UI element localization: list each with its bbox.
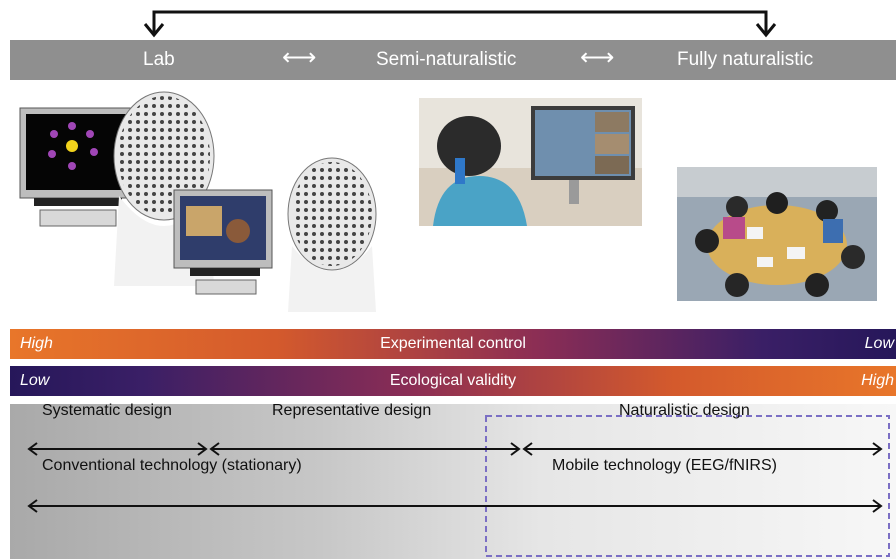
systematic-design-label: Systematic design bbox=[42, 402, 172, 419]
control-high-label: High bbox=[20, 335, 53, 352]
conventional-technology-label: Conventional technology (stationary) bbox=[42, 457, 302, 474]
representative-design-label: Representative design bbox=[272, 402, 432, 419]
ecological-validity-bar: Low Ecological validity High bbox=[10, 366, 896, 396]
validity-high-label: High bbox=[861, 372, 894, 389]
header-semi-label: Semi-naturalistic bbox=[376, 49, 517, 70]
naturalistic-dashed-box bbox=[485, 415, 890, 557]
double-arrow-icon: ⟷ bbox=[580, 44, 615, 71]
mobile-technology-label: Mobile technology (EEG/fNIRS) bbox=[552, 457, 777, 474]
fully-naturalistic-photo bbox=[677, 167, 877, 301]
setting-header-band bbox=[10, 40, 896, 80]
double-arrow-icon: ⟷ bbox=[282, 44, 317, 71]
design-arrows bbox=[27, 415, 890, 557]
validity-low-label: Low bbox=[20, 372, 50, 389]
validity-title: Ecological validity bbox=[389, 372, 517, 389]
top-bracket-connector bbox=[143, 10, 777, 38]
control-low-label: Low bbox=[864, 335, 894, 352]
header-fully-label: Fully naturalistic bbox=[677, 49, 814, 70]
experimental-control-bar: High Experimental control Low bbox=[10, 329, 896, 359]
lab-eeg-illustration bbox=[19, 91, 377, 312]
semi-naturalistic-photo bbox=[419, 98, 642, 226]
header-lab-label: Lab bbox=[143, 49, 175, 70]
naturalistic-design-label: Naturalistic design bbox=[619, 402, 750, 419]
control-title: Experimental control bbox=[380, 335, 526, 352]
design-panel bbox=[10, 404, 896, 559]
